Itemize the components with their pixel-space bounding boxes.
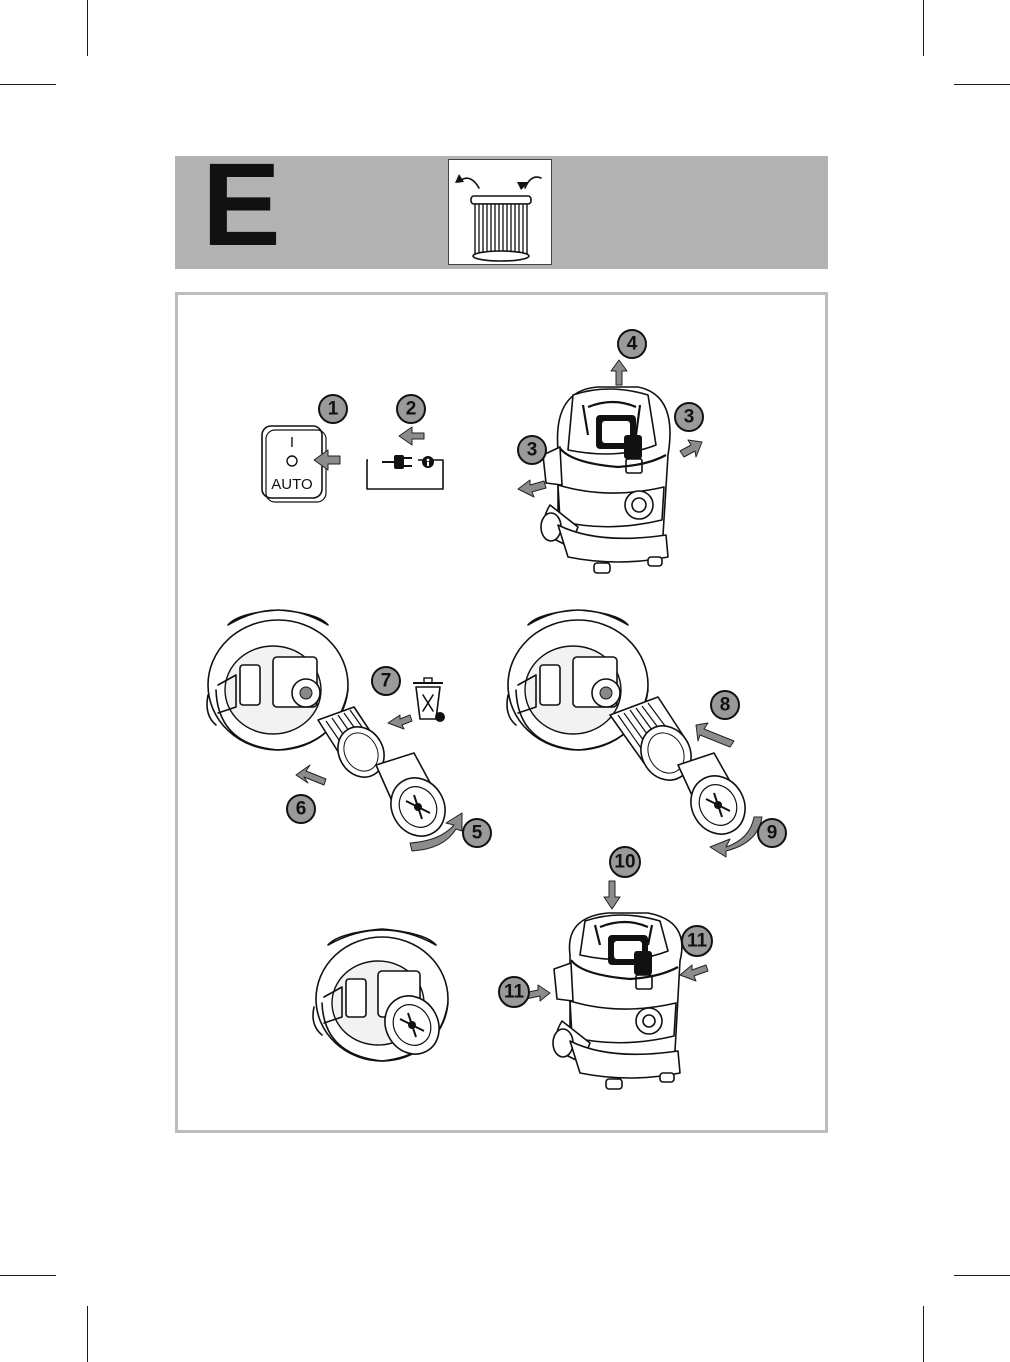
release-arrow-right [680, 440, 702, 457]
filter-cartridge-rotate-icon [448, 159, 552, 265]
section-header: E [175, 156, 828, 269]
step-badge-2: 2 [397, 395, 425, 423]
lift-arrow [611, 360, 627, 385]
svg-text:10: 10 [614, 852, 635, 873]
pull-out-arrow [296, 765, 326, 785]
crop-mark [87, 1306, 88, 1362]
step-badge-6: 6 [287, 795, 315, 823]
step-badge-5: 5 [463, 819, 491, 847]
step-badge-8: 8 [711, 691, 739, 719]
svg-text:1: 1 [328, 399, 339, 420]
insert-lid-arrow [604, 881, 620, 909]
step-badge-3b: 3 [675, 403, 703, 431]
svg-text:4: 4 [627, 334, 638, 355]
filter-insertion-illustration [507, 610, 756, 844]
crop-mark [0, 1275, 56, 1276]
insert-arrow [696, 723, 734, 747]
instruction-panel: I AUTO [175, 292, 828, 1133]
vacuum-cleaner-illustration [541, 387, 670, 573]
crop-mark [87, 0, 88, 56]
step-badge-4: 4 [618, 330, 646, 358]
step-badge-11b: 11 [499, 977, 529, 1007]
step-badge-7: 7 [372, 667, 400, 695]
svg-text:2: 2 [406, 399, 417, 420]
power-switch-illustration: I AUTO [262, 426, 340, 502]
svg-text:11: 11 [687, 931, 708, 952]
crop-mark [923, 0, 924, 56]
svg-text:9: 9 [767, 823, 778, 844]
dispose-arrow [388, 715, 412, 729]
svg-text:11: 11 [504, 982, 525, 1003]
latch-arrow-right [680, 965, 708, 981]
switch-auto-label: AUTO [271, 476, 312, 493]
crop-mark [923, 1306, 924, 1362]
vacuum-reassembly-illustration [553, 913, 682, 1089]
step-badge-1: 1 [319, 395, 347, 423]
assembled-filter-illustration [313, 929, 450, 1064]
filter-removal-illustration [207, 610, 456, 846]
crop-mark [954, 84, 1010, 85]
recycle-bin-icon [413, 678, 445, 722]
svg-text:8: 8 [720, 695, 731, 716]
svg-text:7: 7 [381, 671, 392, 692]
crop-mark [954, 1275, 1010, 1276]
step-badge-3a: 3 [518, 436, 546, 464]
release-arrow-left [518, 480, 546, 497]
step-badge-9: 9 [758, 819, 786, 847]
unplug-illustration [367, 427, 443, 489]
svg-text:3: 3 [527, 440, 538, 461]
step-badge-11a: 11 [682, 926, 712, 956]
step-badge-10: 10 [610, 847, 640, 877]
svg-text:6: 6 [296, 799, 307, 820]
svg-text:3: 3 [684, 407, 695, 428]
section-letter: E [202, 146, 281, 264]
crop-mark [0, 84, 56, 85]
svg-text:5: 5 [472, 823, 483, 844]
switch-on-symbol: I [290, 434, 294, 451]
